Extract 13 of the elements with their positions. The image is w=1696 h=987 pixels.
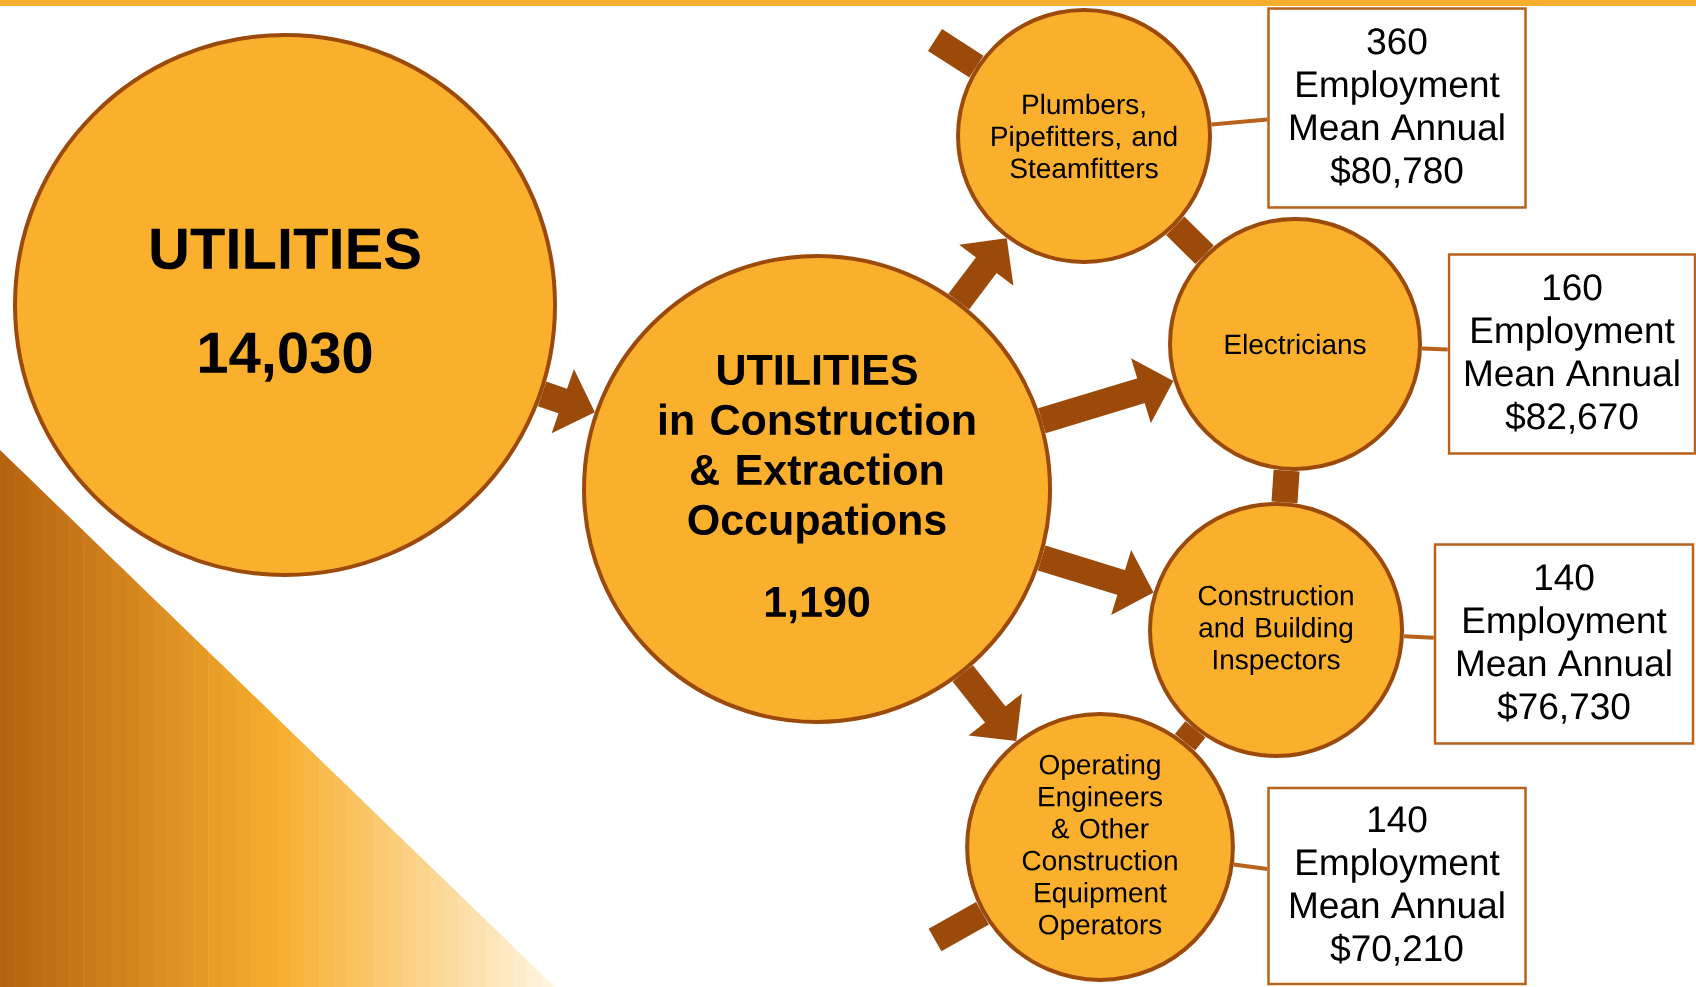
stats-box: 140 Employment Mean Annual $76,730 — [1433, 543, 1695, 745]
leader-line — [1211, 117, 1268, 127]
stats-box: 140 Employment Mean Annual $70,210 — [1267, 786, 1527, 986]
stats-box: 160 Employment Mean Annual $82,670 — [1447, 253, 1696, 455]
leader-line — [1403, 634, 1434, 640]
leader-line — [1233, 862, 1268, 871]
band — [928, 901, 989, 952]
band — [927, 29, 984, 78]
leader-line — [1421, 346, 1448, 352]
band — [1271, 469, 1300, 504]
band — [1166, 216, 1214, 265]
band — [1174, 721, 1206, 751]
stats-box: 360 Employment Mean Annual $80,780 — [1267, 7, 1527, 209]
